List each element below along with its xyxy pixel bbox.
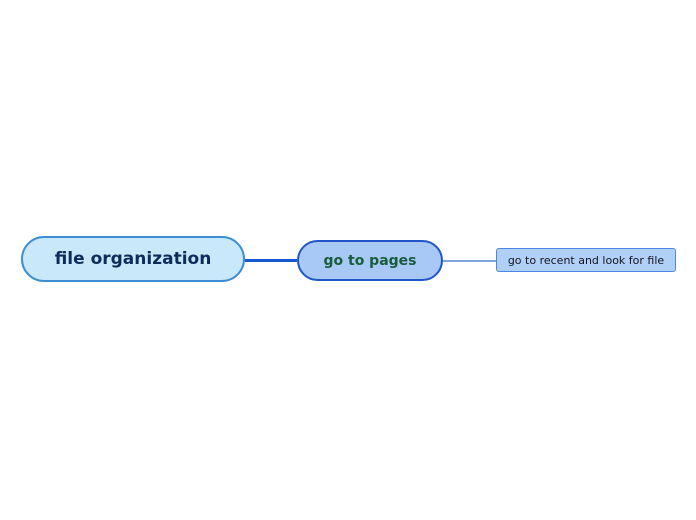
edge-go-to-pages-to-go-to-recent (443, 260, 496, 262)
node-label: go to recent and look for file (507, 253, 665, 267)
mindmap-node-file-organization[interactable]: file organization (21, 236, 245, 282)
node-label: file organization (54, 249, 212, 269)
mindmap-node-go-to-pages[interactable]: go to pages (297, 240, 443, 281)
node-label: go to pages (323, 252, 417, 269)
mindmap-node-go-to-recent-and-look-for-file[interactable]: go to recent and look for file (496, 248, 676, 272)
edge-root-to-go-to-pages (245, 259, 297, 262)
